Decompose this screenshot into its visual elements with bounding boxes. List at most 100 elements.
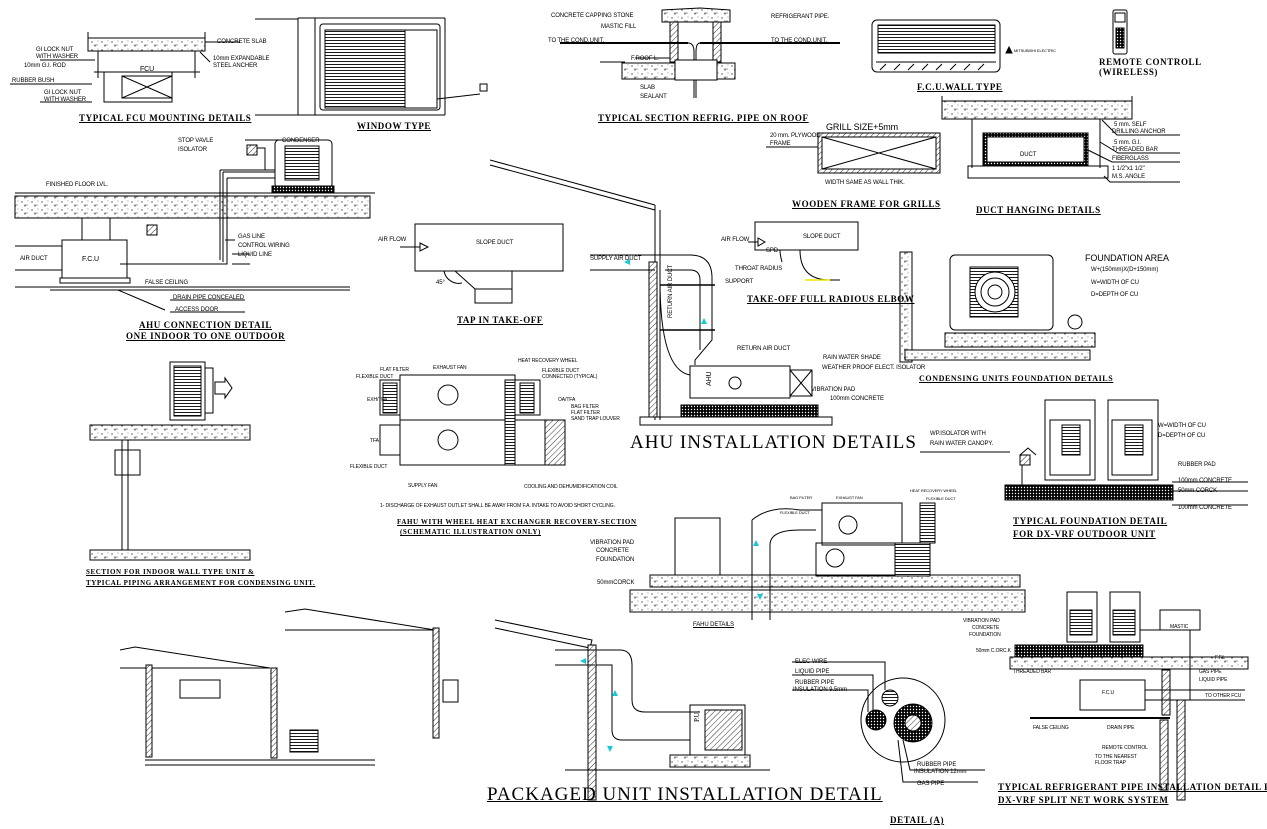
- duct-hanging-title: DUCT HANGING DETAILS: [976, 205, 1101, 215]
- fahu-label: BAG FILTER: [790, 495, 813, 500]
- elbow-title: TAKE-OFF FULL RADIOUS ELBOW: [747, 294, 915, 304]
- vrf-pipe-label: FLOOR TRAP: [1095, 760, 1126, 766]
- fahu-wheel-label: BAG FILTER: [571, 404, 599, 410]
- detail-a-label: INSULATION 9.5mm: [793, 687, 847, 693]
- fahu-wheel-label: HEAT RECOVERY WHEEL: [518, 358, 578, 364]
- vrf-pipe-label: LIQUID PIPE: [1199, 677, 1228, 683]
- elbow-label: AIR FLOW: [721, 237, 750, 243]
- detail-a-label: GAS PIPE: [917, 781, 945, 787]
- roof-pipe-drawing: [560, 7, 840, 98]
- vrf-label: D=DEPTH OF CU: [1158, 433, 1206, 439]
- fahu-label: EXHAUST FAN: [836, 495, 863, 500]
- vrf-label: 50mm CORCK: [1178, 488, 1218, 494]
- fcu-mounting-title: TYPICAL FCU MOUNTING DETAILS: [79, 113, 252, 123]
- fahu-wheel-label: SUPPLY FAN: [408, 483, 438, 489]
- fahu-details-title: FAHU DETAILS: [693, 622, 735, 628]
- roof-pipe-title: TYPICAL SECTION REFRIG. PIPE ON ROOF: [598, 113, 809, 123]
- ahu-connection-drawing: [14, 139, 375, 313]
- vrf-label: WP.ISOLATOR WITH: [930, 431, 986, 437]
- window-ac-drawing: [297, 17, 488, 116]
- airflow-arrows: [580, 259, 763, 752]
- vrf-foundation-drawing: [920, 399, 1248, 506]
- tap-label: 45°: [436, 280, 445, 286]
- fahu-label: FOUNDATION: [596, 557, 635, 563]
- ahu-label: RETURN AIR DUCT: [737, 346, 791, 352]
- duct-label: 1 1/2"x1 1/2": [1112, 166, 1145, 172]
- fcu-label: GI LOCK NUT: [44, 90, 82, 96]
- vrf-pipe-label: DRAIN PIPE: [1107, 725, 1135, 731]
- vrf-pipe-label: F.C.U: [1102, 690, 1115, 696]
- detail-a-label: RUBBER PIPE: [795, 680, 835, 686]
- vrf-label: RUBBER PAD: [1178, 462, 1216, 468]
- roof-label: SLAB: [640, 85, 655, 91]
- fahu-wheel-label: TFA: [370, 438, 379, 444]
- ahu-installation-drawing: [489, 159, 859, 426]
- vrf-pipe-label: TO THE NEAREST: [1095, 754, 1137, 760]
- fahu-wheel-label: SAND TRAP LOUVER: [571, 416, 620, 422]
- duct-label: 5 mm. SELF: [1114, 122, 1147, 128]
- roof-label: REFRIGERANT PIPE.: [771, 14, 830, 20]
- duct-hanging-drawing: [941, 96, 1180, 183]
- ahu-label: WEATHER PROOF ELECT. ISOLATOR: [822, 365, 926, 371]
- grill-frame-drawing: [766, 132, 941, 174]
- detail-a-label: INSULATION 12mm: [914, 769, 967, 775]
- vrf-pipe-label: CONCRETE: [972, 625, 1000, 631]
- fcu-mounting-drawing: [10, 18, 298, 116]
- ahu-installation-title: AHU INSTALLATION DETAILS: [630, 432, 917, 453]
- fahu-label: HEAT RECOVERY WHEEL: [910, 488, 958, 493]
- vrf-foundation-title: TYPICAL FOUNDATION DETAIL: [1013, 516, 1168, 526]
- fahu-wheel-label: OA/TFA: [558, 397, 576, 403]
- packaged-unit-title: PACKAGED UNIT INSTALLATION DETAIL: [487, 784, 883, 805]
- vrf-pipe-subtitle: DX-VRF SPLIT NET WORK SYSTEM: [998, 795, 1169, 805]
- detail-a-label: ELEC WIRE: [795, 659, 828, 665]
- elbow-label: THROAT RADIUS: [735, 266, 783, 272]
- ahu-label: SUPPLY AIR DUCT: [590, 256, 642, 262]
- roof-label: TO THE COND.UNIT.: [771, 38, 828, 44]
- fcu-label: GI LOCK NUT: [36, 47, 74, 53]
- vrf-pipe-label: REMOTE CONTROL: [1102, 745, 1148, 751]
- wall-type-section-subtitle: TYPICAL PIPING ARRANGEMENT FOR CONDENSIN…: [86, 579, 316, 587]
- detail-a-label: LIQUID PIPE: [795, 669, 830, 675]
- ahu-conn-label: ISOLATOR: [178, 147, 207, 153]
- window-type-title: WINDOW TYPE: [357, 121, 432, 131]
- fcu-label: 10mm EXPANDABLE: [213, 56, 270, 62]
- fahu-wheel-label: EXH/TFA: [367, 397, 388, 403]
- vrf-label: 100mm CONCRETE: [1178, 505, 1232, 511]
- grill-label: WIDTH SAME AS WALL THIK.: [825, 180, 905, 186]
- detail-a-label: RUBBER PIPE: [917, 762, 957, 768]
- fahu-wheel-label: FLEXIBLE DUCT: [542, 368, 580, 374]
- remote-control-drawing: [1112, 9, 1128, 55]
- pu-unit-label: P.U.: [693, 710, 701, 722]
- fahu-wheel-drawing: [379, 374, 566, 466]
- ahu-conn-label: AIR DUCT: [20, 256, 48, 262]
- duct-label: THREADED BAR: [1112, 147, 1158, 153]
- brand-logo-text: MITSUBISHI ELECTRIC: [1014, 48, 1056, 53]
- vrf-pipe-label: GAS PIPE: [1199, 669, 1222, 675]
- ahu-connection-title: AHU CONNECTION DETAIL: [139, 320, 272, 330]
- fahu-wheel-label: COOLING AND DEHUMIDIFICATION COIL: [524, 484, 618, 490]
- fahu-wheel-title: FAHU WITH WHEEL HEAT EXCHANGER RECOVERY-…: [397, 518, 637, 526]
- ahu-conn-label: DRAIN PIPE CONCEALED: [173, 295, 245, 301]
- fcu-wall-title: F.C.U.WALL TYPE: [917, 82, 1003, 92]
- vrf-pipe-drawing: [1009, 591, 1249, 801]
- condensing-foundation-drawing: [899, 251, 1096, 363]
- ahu-conn-label: STOP VAVLE: [178, 138, 214, 144]
- vrf-foundation-subtitle: FOR DX-VRF OUTDOOR UNIT: [1013, 529, 1156, 539]
- cu-label: W+(150mm)X(D+150mm): [1091, 267, 1159, 273]
- tap-label: SLOPE DUCT: [476, 240, 514, 246]
- vrf-pipe-label: VIBRATION PAD: [963, 618, 1000, 624]
- duct-label: M.S. ANGLE: [1112, 174, 1146, 180]
- fcu-label: WITH WASHER: [36, 54, 79, 60]
- fcu-wall-unit-drawing: [871, 19, 1013, 73]
- duct-label: 5 mm. G.I.: [1114, 140, 1142, 146]
- grill-label: 20 mm. PLYWOOD: [770, 133, 821, 139]
- fahu-wheel-label: FLAT FILTER: [380, 367, 409, 373]
- ahu-label: 100mm CONCRETE: [830, 396, 884, 402]
- elbow-label: SLOPE DUCT: [803, 234, 841, 240]
- vrf-pipe-label: F.F.L: [1215, 655, 1226, 661]
- fahu-wheel-label: EXHAUST FAN: [433, 365, 467, 371]
- tap-takeoff-drawing: [400, 223, 564, 304]
- packaged-unit-drawing: [494, 619, 770, 801]
